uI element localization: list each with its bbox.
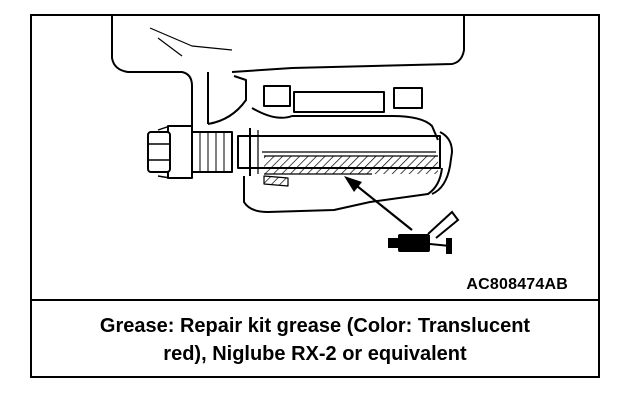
caption-divider	[32, 299, 598, 301]
caliper-illustration	[111, 16, 465, 254]
diagram-frame: AC808474AB Grease: Repair kit grease (Co…	[30, 14, 600, 378]
caption-line-1: Grease: Repair kit grease (Color: Transl…	[99, 315, 531, 337]
grease-caption: Grease: Repair kit grease (Color: Transl…	[32, 312, 598, 368]
grease-tube-icon	[388, 210, 460, 254]
caption-line-2: red), Niglube RX-2 or equivalent	[163, 343, 467, 365]
caliper-drawing	[32, 16, 598, 298]
figure-id-label: AC808474AB	[466, 276, 568, 293]
